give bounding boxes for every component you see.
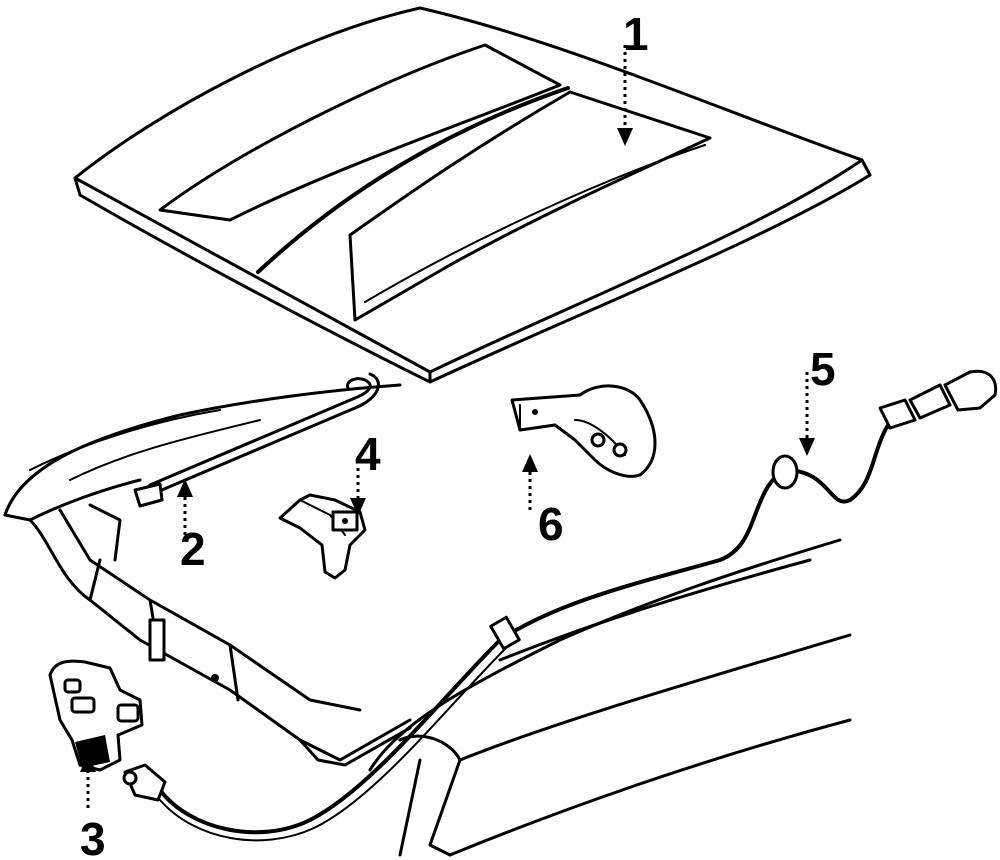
release-cable: [122, 369, 998, 842]
leader-6: [522, 454, 538, 510]
leader-4: [350, 468, 366, 516]
callout-3: 3: [80, 813, 106, 860]
callout-5: 5: [810, 343, 836, 395]
callout-1: 1: [623, 8, 649, 60]
body-fender-left: [3, 383, 402, 522]
leader-1: [617, 45, 633, 146]
leader-2: [177, 479, 193, 535]
hood-latch: [48, 659, 144, 772]
callout-6: 6: [538, 498, 564, 550]
radiator-support: [28, 503, 412, 767]
hood-hinge: [510, 384, 657, 478]
hood-striker: [278, 493, 367, 580]
hood-panel: [73, 6, 872, 384]
prop-rod: [133, 372, 380, 508]
callout-4: 4: [355, 428, 381, 480]
body-fender-right: [368, 538, 852, 857]
leader-5: [799, 372, 815, 456]
callout-2: 2: [180, 523, 206, 575]
leader-3: [80, 754, 96, 808]
